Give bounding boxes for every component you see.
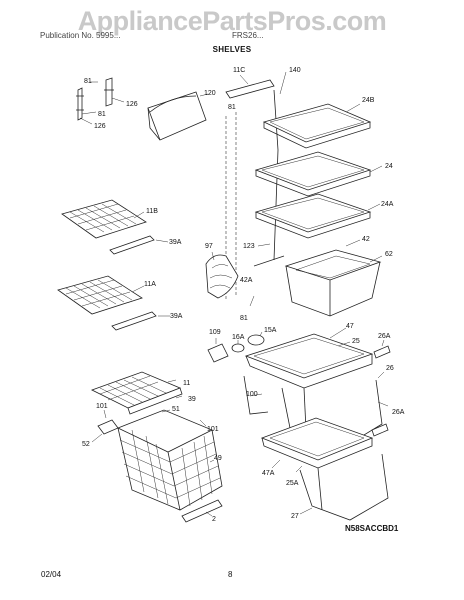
- callout-49: 49: [214, 455, 222, 462]
- shelf-bracket-left: [76, 77, 125, 125]
- callout-47: 47: [346, 323, 354, 330]
- cover-97: [205, 251, 239, 299]
- callout-47a: 47A: [262, 470, 275, 477]
- callout-16a: 16A: [232, 334, 245, 341]
- model-number: FRS26...: [232, 31, 264, 40]
- callout-39a: 39A: [169, 239, 182, 246]
- callout-26a: 26A: [378, 333, 391, 340]
- frame-100: [243, 375, 269, 415]
- callout-81: 81: [84, 78, 92, 85]
- callout-140: 140: [289, 67, 301, 74]
- callout-51: 51: [172, 406, 180, 413]
- shelf-trim-11c: [225, 71, 287, 261]
- callout-25: 25: [352, 338, 360, 345]
- diagram-code: N58SACCBD1: [345, 524, 399, 533]
- callout-11: 11: [183, 380, 190, 387]
- glass-shelf-24a: [254, 193, 381, 239]
- rail-42a: [253, 255, 285, 267]
- deli-drawer-62: [284, 239, 383, 317]
- callout-39a: 39A: [170, 313, 183, 320]
- small-parts-109-16a-15a: [207, 331, 265, 363]
- wire-basket-49: [97, 409, 223, 511]
- wire-shelf-11b: [61, 199, 169, 255]
- callout-15a: 15A: [264, 327, 277, 334]
- publication-number: Publication No. 5995...: [40, 31, 121, 40]
- callout-24b: 24B: [362, 97, 375, 104]
- crisper-cover-upper: [244, 327, 374, 389]
- callout-24a: 24A: [381, 201, 394, 208]
- callout-97: 97: [205, 243, 213, 250]
- callout-123: 123: [243, 243, 255, 250]
- callout-2: 2: [212, 516, 216, 523]
- glass-shelf-24: [254, 151, 383, 197]
- callout-39: 39: [188, 396, 196, 403]
- crisper-cover-lower: [260, 417, 374, 473]
- front-panel-2: [181, 499, 223, 523]
- callout-11b: 11B: [146, 208, 158, 215]
- callout-27: 27: [291, 513, 299, 520]
- wire-shelf-11a: [57, 275, 170, 331]
- callout-81: 81: [240, 315, 248, 322]
- callout-126: 126: [94, 123, 106, 130]
- callout-109: 109: [209, 329, 221, 336]
- callout-101: 101: [207, 426, 219, 433]
- page-number: 8: [228, 570, 233, 579]
- callout-81: 81: [98, 111, 106, 118]
- watermark-logo: AppliancePartsPros.com: [77, 6, 387, 36]
- crisper-drawer-27: [299, 423, 389, 521]
- callout-25a: 25A: [286, 480, 299, 487]
- door-bin-120: [147, 91, 209, 141]
- callout-42: 42: [362, 236, 370, 243]
- callout-26: 26: [386, 365, 394, 372]
- callout-24: 24: [385, 163, 393, 170]
- footer-date: 02/04: [41, 570, 62, 579]
- callout-126: 126: [126, 101, 138, 108]
- callout-101: 101: [96, 403, 108, 410]
- callout-120: 120: [204, 90, 216, 97]
- callout-81: 81: [228, 104, 236, 111]
- callout-11c: 11C: [233, 67, 245, 74]
- callout-100: 100: [246, 391, 258, 398]
- callout-11a: 11A: [144, 281, 156, 288]
- callout-26a: 26A: [392, 409, 405, 416]
- wire-shelf-11: [90, 371, 183, 415]
- glass-shelf-24b: [262, 103, 372, 149]
- callout-52: 52: [82, 441, 90, 448]
- page-title: SHELVES: [212, 45, 252, 54]
- callout-62: 62: [385, 251, 393, 258]
- callout-42a: 42A: [240, 277, 253, 284]
